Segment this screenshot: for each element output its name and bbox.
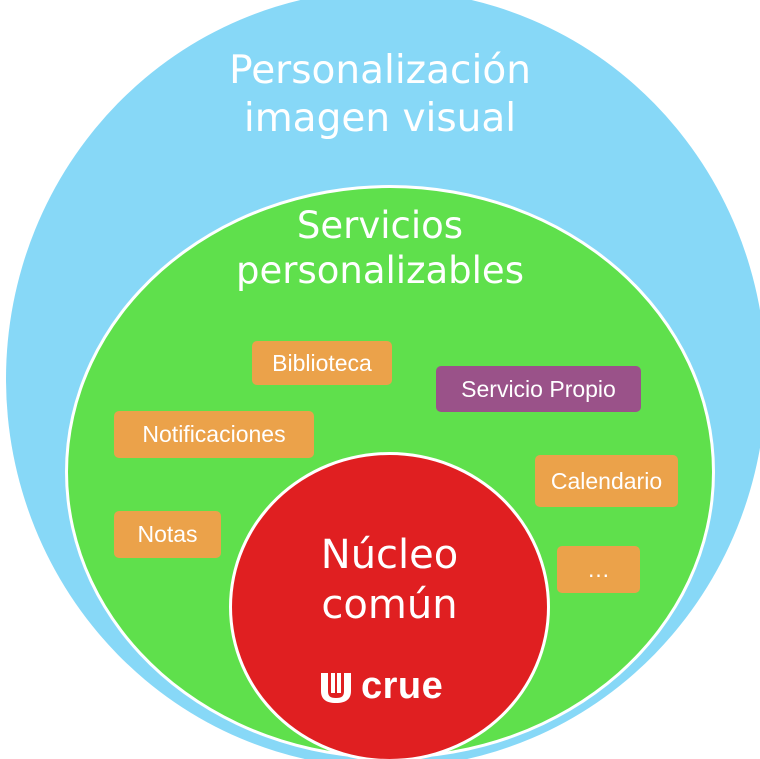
service-box-calendario[interactable]: Calendario — [535, 455, 678, 507]
service-label-notas: Notas — [137, 521, 198, 547]
service-box-notas[interactable]: Notas — [114, 511, 221, 558]
service-label-more: … — [587, 556, 610, 582]
crue-logo: crue — [319, 664, 443, 708]
service-label-notificaciones: Notificaciones — [142, 421, 286, 447]
service-label-calendario: Calendario — [550, 467, 663, 494]
service-label-servicio-propio: Servicio Propio — [461, 375, 616, 402]
outer-ring-label: Personalización imagen visual — [229, 48, 531, 141]
service-box-biblioteca[interactable]: Biblioteca — [252, 341, 392, 385]
service-label-biblioteca: Biblioteca — [272, 349, 372, 376]
service-box-more[interactable]: … — [557, 546, 640, 593]
core-circle — [229, 452, 550, 759]
middle-ring-label: Servicios personalizables — [236, 204, 524, 293]
core-label: Núcleo común — [320, 532, 459, 628]
crue-logo-text: crue — [361, 665, 444, 707]
crue-logo-icon — [321, 673, 351, 703]
service-box-servicio-propio[interactable]: Servicio Propio — [436, 366, 641, 412]
service-box-notificaciones[interactable]: Notificaciones — [114, 411, 314, 458]
